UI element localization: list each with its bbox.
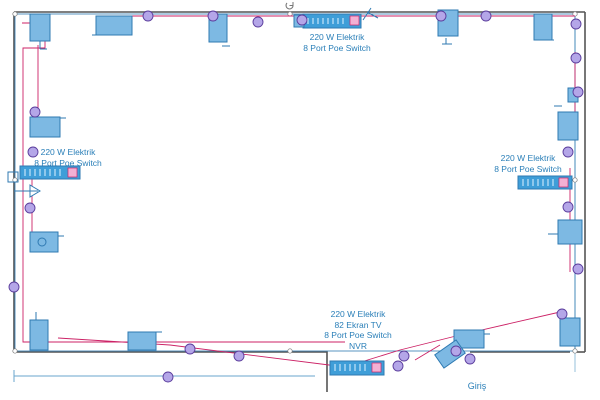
rotate-handle-icon[interactable]	[285, 2, 294, 10]
label-line: 8 Port Poe Switch	[494, 163, 562, 174]
cctv-camera-icon	[29, 116, 66, 138]
switch-label-right: 220 W Elektrik 8 Port Poe Switch	[488, 153, 568, 174]
cable-markers[interactable]	[8, 10, 584, 383]
label-line: 220 W Elektrik	[500, 153, 556, 163]
selection-handles[interactable]	[12, 11, 578, 354]
label-line: 220 W Elektrik	[330, 309, 386, 319]
switch-label-left: 220 W Elektrik 8 Port Poe Switch	[28, 147, 108, 168]
cctv-camera-icon	[127, 331, 162, 351]
entrance-label: Giriş	[467, 381, 487, 391]
poe-switch-right[interactable]	[517, 175, 573, 190]
switch-label-top: 220 W Elektrik 8 Port Poe Switch	[297, 32, 377, 53]
cctv-camera-icon	[29, 13, 51, 50]
label-line: 8 Port Poe Switch	[303, 42, 371, 53]
selection-frame[interactable]	[14, 13, 576, 352]
cable-routes	[22, 15, 576, 368]
switch-label-bottom: 220 W Elektrik 82 Ekran TV 8 Port Poe Sw…	[318, 309, 398, 351]
room-walls	[13, 11, 586, 392]
entrance-door-symbol	[7, 7, 379, 198]
poe-switch-top[interactable]	[302, 13, 362, 29]
cctv-camera-icon	[29, 312, 49, 351]
poe-switch-left[interactable]	[19, 165, 81, 180]
cctv-camera-icon	[554, 105, 579, 141]
label-line: 220 W Elektrik	[309, 32, 365, 42]
cctv-camera-icon	[533, 13, 554, 41]
label-line: NVR	[349, 340, 367, 351]
label-line: 8 Port Poe Switch	[324, 330, 392, 340]
label-line: 8 Port Poe Switch	[34, 157, 102, 168]
cctv-camera-icon	[548, 219, 583, 245]
label-line: 82 Ekran TV	[334, 319, 382, 330]
cameras[interactable]	[29, 9, 583, 369]
cctv-camera-icon	[453, 329, 490, 349]
label-line: 220 W Elektrik	[40, 147, 96, 157]
cctv-camera-icon	[29, 231, 64, 253]
poe-switch-bottom[interactable]	[329, 360, 385, 376]
cctv-camera-icon	[92, 15, 133, 36]
